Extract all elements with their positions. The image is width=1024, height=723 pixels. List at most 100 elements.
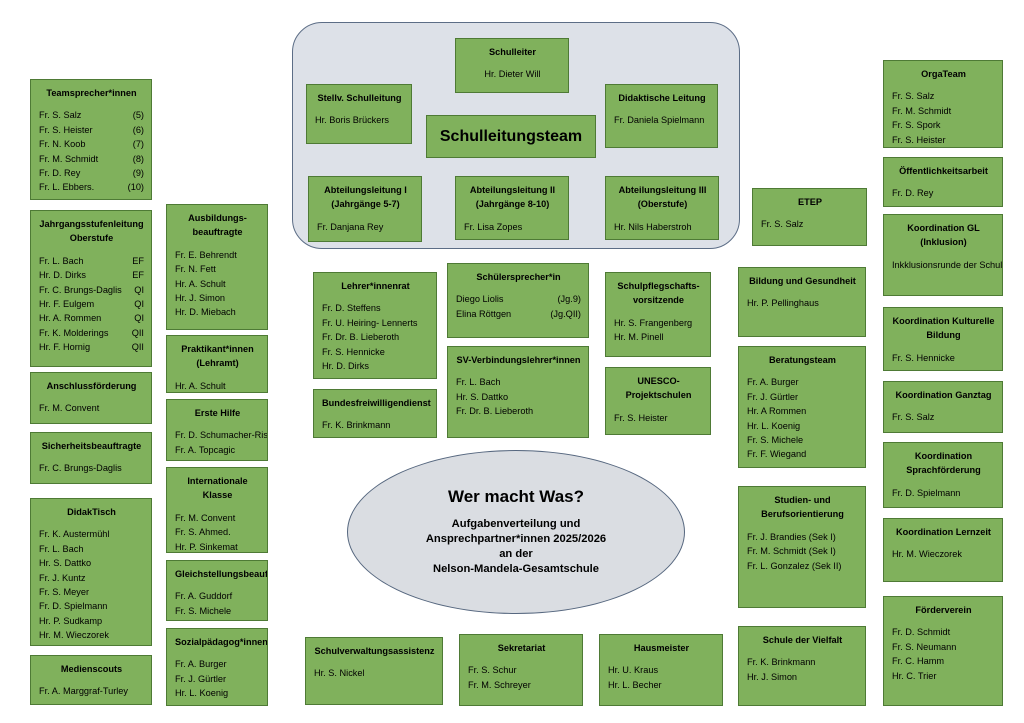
person-name: Fr. S. Salz — [761, 219, 804, 230]
person-name: Hr. F. Eulgem — [39, 299, 95, 310]
person-name: Fr. M. Schreyer — [468, 679, 531, 690]
person-line: Fr. A. Burger — [175, 657, 260, 671]
person-line: Fr. U. Heiring- Lennerts — [322, 316, 429, 330]
person-name: Fr. S. Salz — [892, 412, 935, 423]
box-title: Sozialpädagog*innen — [175, 637, 268, 647]
box-title: Koordination GL (Inklusion) — [907, 223, 980, 248]
person-name: Fr. A. Guddorf — [175, 591, 233, 602]
person-line: Hr. L. Becher — [608, 678, 715, 692]
person-line: Hr. A Rommen — [747, 404, 858, 418]
person-line: Fr. S. Salz — [892, 89, 995, 103]
person-line: Fr. A. Topcagic — [175, 443, 260, 457]
person-name: Fr. S. Hennicke — [892, 352, 955, 363]
person-name: Fr. N. Koob — [39, 139, 86, 150]
box-title: Medienscouts — [60, 664, 123, 674]
person-line: Fr. J. Brandies (Sek I) — [747, 530, 858, 544]
person-name: Fr. L. Bach — [456, 377, 501, 388]
person-line: Fr. K. Brinkmann — [747, 655, 858, 669]
person-line: Fr. S. Heister — [892, 133, 995, 147]
person-name: Fr. L. Bach — [39, 543, 84, 554]
person-name: Inkklusionsrunde der Schule — [892, 259, 1003, 270]
person-line: Hr. J. Simon — [175, 291, 260, 305]
person-name: Fr. M. Schmidt — [892, 105, 952, 116]
person-name: Fr. Dr. B. Lieberoth — [456, 406, 534, 417]
person-name: Fr. M. Schmidt (Sek I) — [747, 546, 836, 557]
person-name: Hr. M. Wieczorek — [39, 630, 109, 641]
person-name: Fr. S. Heister — [892, 134, 946, 145]
person-line: Diego Liolis(Jg.9) — [456, 292, 581, 306]
person-line: Hr. S. Dattko — [456, 390, 581, 404]
person-role: QII — [131, 327, 144, 338]
person-name: Hr. S. Frangenberg — [614, 317, 693, 328]
person-name: Hr. M. Pinell — [614, 332, 664, 343]
person-name: Hr. J. Simon — [747, 671, 798, 682]
person-name: Fr. M. Schmidt — [39, 153, 99, 164]
box-abteilung-1: Abteilungsleitung I (Jahrgänge 5-7) Fr. … — [308, 176, 422, 242]
person-name: Fr. J. Gürtler — [175, 673, 227, 684]
person-name: Hr. A Rommen — [747, 406, 807, 417]
person-name: Fr. K. Brinkmann — [747, 657, 816, 668]
box-abteilung-3: Abteilungsleitung III (Oberstufe) Hr. Ni… — [605, 176, 719, 240]
person-name: Fr. M. Convent — [175, 512, 236, 523]
person-role: EF — [132, 270, 144, 281]
person-role: (6) — [132, 124, 144, 135]
box-title: Sicherheitsbeauftragte — [41, 441, 142, 451]
person-line: Fr. S. Salz — [761, 217, 859, 231]
person-line: Fr. S. Michele — [175, 604, 260, 618]
person-name: Fr. K. Brinkmann — [322, 420, 391, 431]
person-name: Hr. C. Trier — [892, 670, 937, 681]
person-line: Fr. L. Bach — [39, 542, 144, 556]
person-line: Hr. L. Koenig — [747, 419, 858, 433]
person-line: Inkklusionsrunde der Schule — [892, 258, 1002, 272]
person-line: Fr. D. Schmidt — [892, 625, 995, 639]
person-role: (Jg.QII) — [550, 308, 581, 319]
person-name: Fr. S. Salz — [892, 91, 935, 102]
box-title: SV-Verbindungslehrer*innen — [456, 355, 581, 365]
person-line: Fr. D. Rey(9) — [39, 166, 144, 180]
person-line: Fr. M. Convent — [39, 401, 144, 415]
person-name: Hr. S. Dattko — [456, 391, 509, 402]
person-name: Fr. A. Burger — [747, 377, 799, 388]
person-name: Fr. S. Michele — [175, 605, 232, 616]
person-line: Fr. M. Schmidt(8) — [39, 152, 144, 166]
person-line: Fr. A. Guddorf — [175, 589, 260, 603]
subtitle-line: an der — [499, 548, 533, 560]
box-title: Koordination Kulturelle Bildung — [892, 316, 995, 341]
person-line: Fr. Daniela Spielmann — [614, 115, 705, 126]
box-title: Sekretariat — [497, 643, 546, 653]
person-name: Fr. S. Hennicke — [322, 346, 385, 357]
person-name: Diego Liolis — [456, 294, 504, 305]
person-line: Fr. S. Schur — [468, 663, 575, 677]
person-line: Hr. S. Nickel — [314, 666, 435, 680]
person-line: Fr. Danjana Rey — [317, 221, 384, 232]
box-title: Koordination Ganztag — [895, 390, 992, 400]
person-role: (9) — [132, 168, 144, 179]
person-name: Fr. A. Burger — [175, 659, 227, 670]
person-line: Fr. F. Wiegand — [747, 447, 858, 461]
box-title: Koordination Sprachförderung — [906, 451, 981, 476]
person-line: Fr. S. Neumann — [892, 640, 995, 654]
person-role: (5) — [132, 110, 144, 121]
person-name: Hr. J. Simon — [175, 293, 226, 304]
person-name: Fr. N. Fett — [175, 264, 216, 275]
box-title: DidakTisch — [67, 507, 116, 517]
box-title: Schülersprecher*in — [476, 272, 561, 282]
person-name: Fr. C. Brungs-Daglis — [39, 463, 122, 474]
box-title: Bundesfreiwilligendienst — [322, 398, 431, 408]
person-line: Hr. M. Wieczorek — [39, 628, 144, 642]
box-title: Anschlussförderung — [46, 381, 137, 391]
person-name: Fr. D. Steffens — [322, 303, 381, 314]
box-didaktische-leitung: Didaktische Leitung Fr. Daniela Spielman… — [605, 84, 718, 148]
